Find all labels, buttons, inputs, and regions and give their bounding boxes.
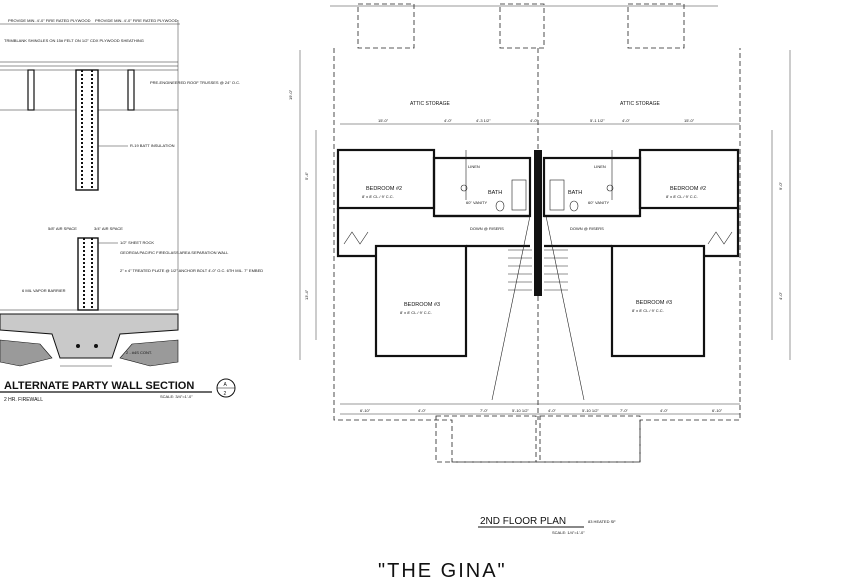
dim-top-4: 4'-0" (530, 118, 539, 123)
closet-right-doors (707, 231, 733, 245)
section-note-5: R-19 BATT INSULATION (130, 143, 175, 148)
closet-left-doors (343, 231, 369, 245)
dim-side-1: 19'-0" (288, 89, 293, 100)
soil-right (119, 339, 179, 367)
dim-bottom-4: 5'-10 1/2" (512, 408, 529, 413)
marker-top: A (224, 382, 228, 388)
attic-storage-left: ATTIC STORAGE (410, 101, 450, 107)
bedroom2-right-size: 8' x 8' CL / 9' C.C. (666, 194, 698, 199)
bath-right-walls (542, 156, 642, 218)
section-note-10: 2" x 4" TREATED PLATE @ 1/2" ANCHOR BOLT… (120, 268, 263, 273)
party-wall (534, 150, 542, 296)
bedroom2-left-size: 8' x 8' CL / 9' C.C. (362, 194, 394, 199)
dim-top-5: 5'-1 1/2" (590, 118, 605, 123)
floor-plan: 15'-0" 4'-0" 4'-3 1/2" 4'-0" 5'-1 1/2" 4… (288, 3, 791, 535)
vanity-right-label: 60" VANITY (588, 200, 609, 205)
bath-right-label: BATH (568, 190, 582, 196)
bedroom3-left-walls (374, 244, 468, 358)
party-wall-section: PROVIDE MIN. 4'-0" FIRE RATED PLYWOOD PR… (0, 18, 263, 403)
section-subtitle: 2 HR. FIREWALL (4, 397, 43, 403)
dim-top-3: 4'-3 1/2" (476, 118, 491, 123)
dim-top-1: 15'-0" (378, 118, 389, 123)
section-note-1: PROVIDE MIN. 4'-0" FIRE RATED PLYWOOD (8, 18, 91, 23)
bedroom2-left-label: BEDROOM #2 (366, 186, 402, 192)
dim-bottom-3: 7'-0" (480, 408, 489, 413)
porch-left (435, 415, 537, 463)
dim-bottom-6: 5'-10 1/2" (582, 408, 599, 413)
dormer-1 (357, 3, 415, 49)
stair-treads-left (508, 249, 532, 291)
dim-bottom-5: 4'-0" (548, 408, 557, 413)
section-note-6: 5/8" AIR SPACE (48, 226, 77, 231)
rebar-1 (76, 344, 80, 348)
plan-area: 83 HEATED SF (588, 519, 616, 524)
rebar-2 (94, 344, 98, 348)
bedroom2-right-walls (638, 148, 740, 210)
section-note-7: 3/4" AIR SPACE (94, 226, 123, 231)
dim-side-3: 13'-4" (304, 289, 309, 300)
dim-bottom-2: 4'-0" (418, 408, 427, 413)
dim-bottom-7: 7'-0" (620, 408, 629, 413)
bedroom3-right-walls (610, 244, 706, 358)
marker-bottom: 2 (224, 391, 227, 397)
toilet-right (569, 200, 579, 212)
section-note-3: TRIMBLANK SHINGLES ON 15# FELT ON 1/2" C… (4, 38, 144, 43)
tub-right (549, 179, 565, 211)
concrete-footing (0, 313, 179, 359)
attic-storage-right: ATTIC STORAGE (620, 101, 660, 107)
dim-bottom-8: 4'-0" (660, 408, 669, 413)
dormer-2 (499, 3, 545, 49)
section-note-9: GEORGIA PACIFIC FIREGLASS AREA SEPARATIO… (120, 250, 229, 255)
dim-bottom-1: 6'-10" (360, 408, 371, 413)
dim-side-4: 9'-0" (778, 181, 783, 190)
section-note-12: 2 - #4S CONT. (126, 350, 152, 355)
valley-left (491, 215, 531, 401)
porch-right (539, 415, 641, 463)
closet-left-walls (336, 208, 376, 258)
section-note-8: 1/2" SHEET ROCK (120, 240, 154, 245)
soil-left (0, 339, 53, 367)
dormer-3 (627, 3, 685, 49)
dim-side-5: 4'-0" (778, 291, 783, 300)
section-note-11: 6 MIL VAPOR BARRIER (22, 288, 66, 293)
truss-left (27, 69, 35, 111)
section-note-4: PRE-ENGINEERED ROOF TRUSSES @ 24" O.C. (150, 80, 240, 85)
linen-right-label: LINEN (594, 164, 606, 169)
upper-firewall (75, 69, 99, 191)
plan-title: 2ND FLOOR PLAN (480, 516, 566, 527)
sink-left (460, 184, 468, 192)
dim-bottom-9: 6'-10" (712, 408, 723, 413)
closet-right-walls (704, 208, 740, 258)
toilet-left (495, 200, 505, 212)
vanity-left-label: 60" VANITY (466, 200, 487, 205)
bath-left-label: BATH (488, 190, 502, 196)
dim-top-7: 15'-0" (684, 118, 695, 123)
tub-left (511, 179, 527, 211)
lower-firewall (77, 237, 99, 311)
truss-right (127, 69, 135, 111)
dim-top-2: 4'-0" (444, 118, 453, 123)
bedroom3-left-size: 8' x 8' CL / 9' C.C. (400, 310, 432, 315)
section-note-2: PROVIDE MIN. 4'-0" FIRE RATED PLYWOOD (95, 18, 178, 23)
bath-left-walls (432, 156, 532, 218)
stair-treads-right (544, 249, 568, 291)
section-title: ALTERNATE PARTY WALL SECTION (4, 380, 194, 392)
dim-top-6: 4'-0" (622, 118, 631, 123)
bedroom2-left-walls (336, 148, 436, 210)
linen-left-label: LINEN (468, 164, 480, 169)
valley-right (545, 215, 585, 401)
bedroom3-left-label: BEDROOM #3 (404, 302, 440, 308)
bedroom3-right-size: 8' x 8' CL / 9' C.C. (632, 308, 664, 313)
section-scale: SCALE: 3/4"=1'-0" (160, 394, 193, 399)
plan-scale: SCALE: 1/4"=1'-0" (552, 530, 585, 535)
bedroom3-right-label: BEDROOM #3 (636, 300, 672, 306)
dim-side-2: 5'-4" (304, 171, 309, 180)
project-name: "THE GINA" (378, 560, 507, 578)
hall-right-label: DOWN @ RISERS (570, 226, 604, 231)
bedroom2-right-label: BEDROOM #2 (670, 186, 706, 192)
hall-left-label: DOWN @ RISERS (470, 226, 504, 231)
sink-right (606, 184, 614, 192)
